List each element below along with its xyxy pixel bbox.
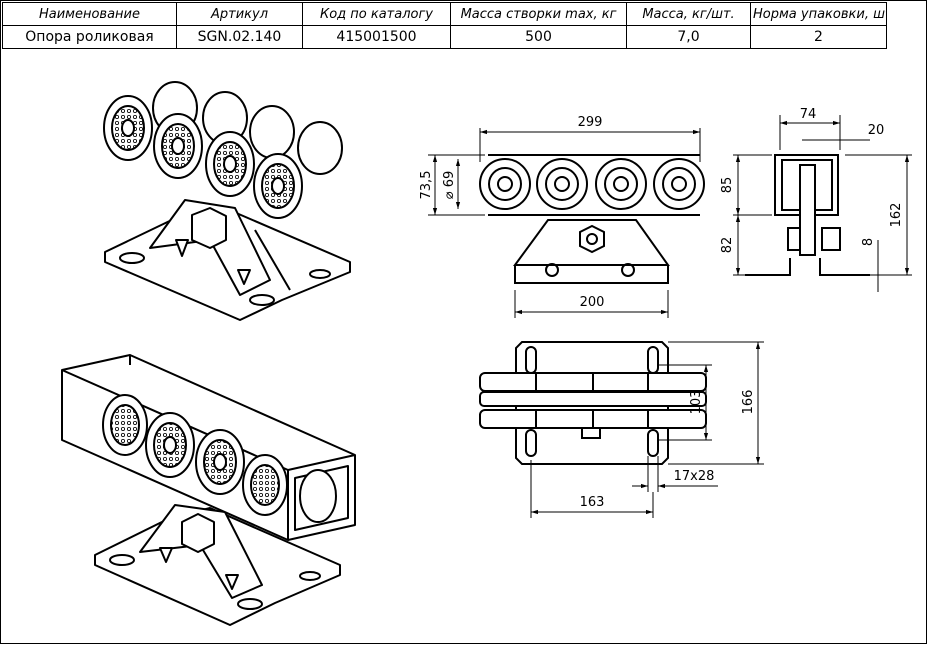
dim-side-upper: 85: [720, 177, 735, 194]
dim-slot: 17x28: [674, 469, 715, 484]
top-view: [479, 341, 707, 465]
dim-wheel-diameter: ⌀ 69: [442, 171, 457, 200]
dim-plate-height: 103: [689, 390, 704, 415]
dim-plate-total: 166: [741, 390, 756, 415]
dim-side-base: 8: [861, 238, 876, 246]
cell-catalog-code: 415001500: [302, 25, 451, 49]
top-view-dimensions: [530, 341, 764, 518]
dim-front-height: 73,5: [419, 171, 434, 200]
dim-side-width: 74: [800, 107, 817, 122]
cell-article: SGN.02.140: [176, 25, 303, 49]
header-article: Артикул: [176, 2, 303, 26]
dim-side-gap: 20: [868, 123, 885, 138]
cell-mass: 7,0: [626, 25, 751, 49]
dim-hole-spacing: 163: [580, 495, 605, 510]
spec-data-row: Опора роликовая SGN.02.140 415001500 500…: [2, 25, 887, 49]
iso-carriage-in-rail: [61, 354, 356, 626]
dim-front-width: 299: [578, 115, 603, 130]
front-view-dimensions: [428, 128, 701, 318]
side-view-dimensions: [733, 115, 912, 292]
dim-side-lower: 82: [720, 237, 735, 254]
side-view: [745, 154, 870, 276]
spec-table: Наименование Артикул Код по каталогу Мас…: [2, 2, 887, 49]
dim-base-width: 200: [580, 295, 605, 310]
cell-max-leaf-mass: 500: [450, 25, 627, 49]
iso-roller-carriage: [103, 81, 351, 321]
cell-pack-norm: 2: [750, 25, 887, 49]
front-view: [479, 154, 705, 284]
dim-side-total: 162: [889, 203, 904, 228]
spec-header-row: Наименование Артикул Код по каталогу Мас…: [2, 2, 887, 26]
